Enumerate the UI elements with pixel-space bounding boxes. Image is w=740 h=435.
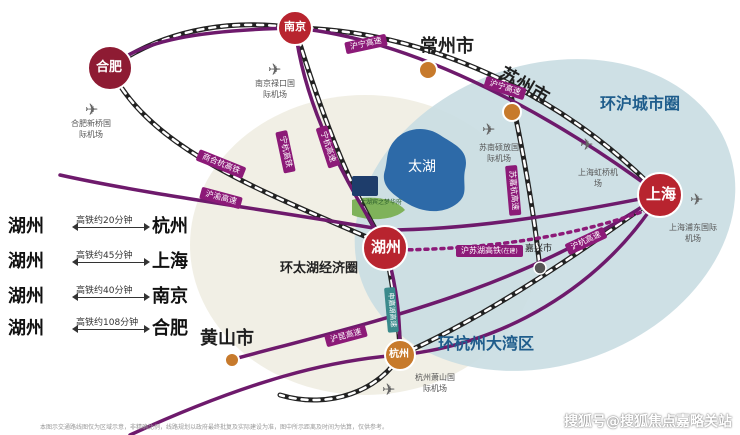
hw-hefei-shanghai — [108, 26, 662, 197]
suzhou-node — [502, 102, 522, 122]
rail-husuhu-construction — [383, 203, 662, 252]
airplane-icon: ✈ — [85, 100, 98, 119]
airplane-icon: ✈ — [580, 135, 593, 154]
airplane-icon: ✈ — [268, 60, 281, 79]
huzhou-node — [362, 225, 408, 271]
hefei-node — [87, 45, 133, 91]
taihu-lake — [383, 128, 466, 212]
huangshan-node — [224, 352, 240, 368]
project-marker — [352, 176, 378, 196]
airport-icons: ✈ ✈ ✈ ✈ ✈ ✈ — [85, 60, 703, 399]
changzhou-node — [418, 60, 438, 80]
hangzhou-node — [384, 339, 416, 371]
hw-huzhou-shanghai — [383, 193, 662, 232]
jiaxing-node — [533, 261, 547, 275]
airplane-icon: ✈ — [482, 120, 495, 139]
airplane-icon: ✈ — [382, 380, 395, 399]
nanjing-node — [277, 10, 313, 46]
airplane-icon: ✈ — [690, 190, 703, 209]
shanghai-node — [637, 172, 683, 218]
